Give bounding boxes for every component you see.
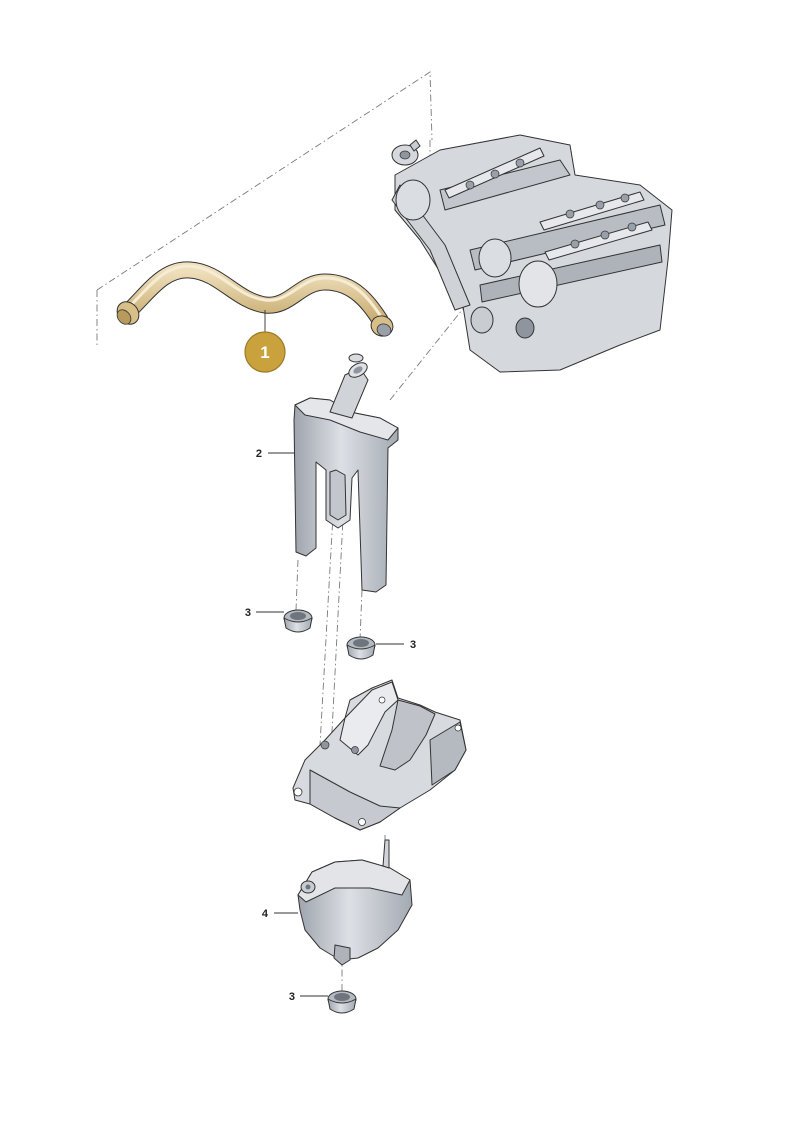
seal-bottom (327, 990, 357, 1014)
callout-3a-label: 3 (245, 607, 251, 619)
dashed-assembly-lines (96, 71, 471, 995)
callout-3-upper-right: 3 (376, 639, 416, 651)
engine-cylinder-head (391, 134, 673, 373)
carrier-bracket (292, 679, 467, 831)
breather-hose (116, 261, 394, 337)
callout-3c-label: 3 (289, 991, 295, 1003)
seal-upper-right (346, 636, 376, 660)
oil-separator (293, 353, 399, 593)
cover-housing (297, 839, 413, 966)
callout-3-upper-left: 3 (245, 607, 284, 619)
timing-sprockets (391, 179, 558, 339)
camshafts (444, 147, 653, 261)
callout-1-badge: 1 (244, 310, 286, 373)
callout-2-label: 2 (256, 448, 262, 460)
callout-4: 4 (262, 908, 298, 920)
callout-3-bottom: 3 (289, 991, 328, 1003)
seal-upper-left (283, 609, 313, 633)
callout-4-label: 4 (262, 908, 269, 920)
filler-neck (391, 139, 421, 166)
hose-end-right (370, 315, 394, 337)
callout-2: 2 (256, 448, 294, 460)
callout-3b-label: 3 (410, 639, 416, 651)
hose-end-left (116, 301, 140, 325)
callout-1-label: 1 (260, 343, 269, 362)
